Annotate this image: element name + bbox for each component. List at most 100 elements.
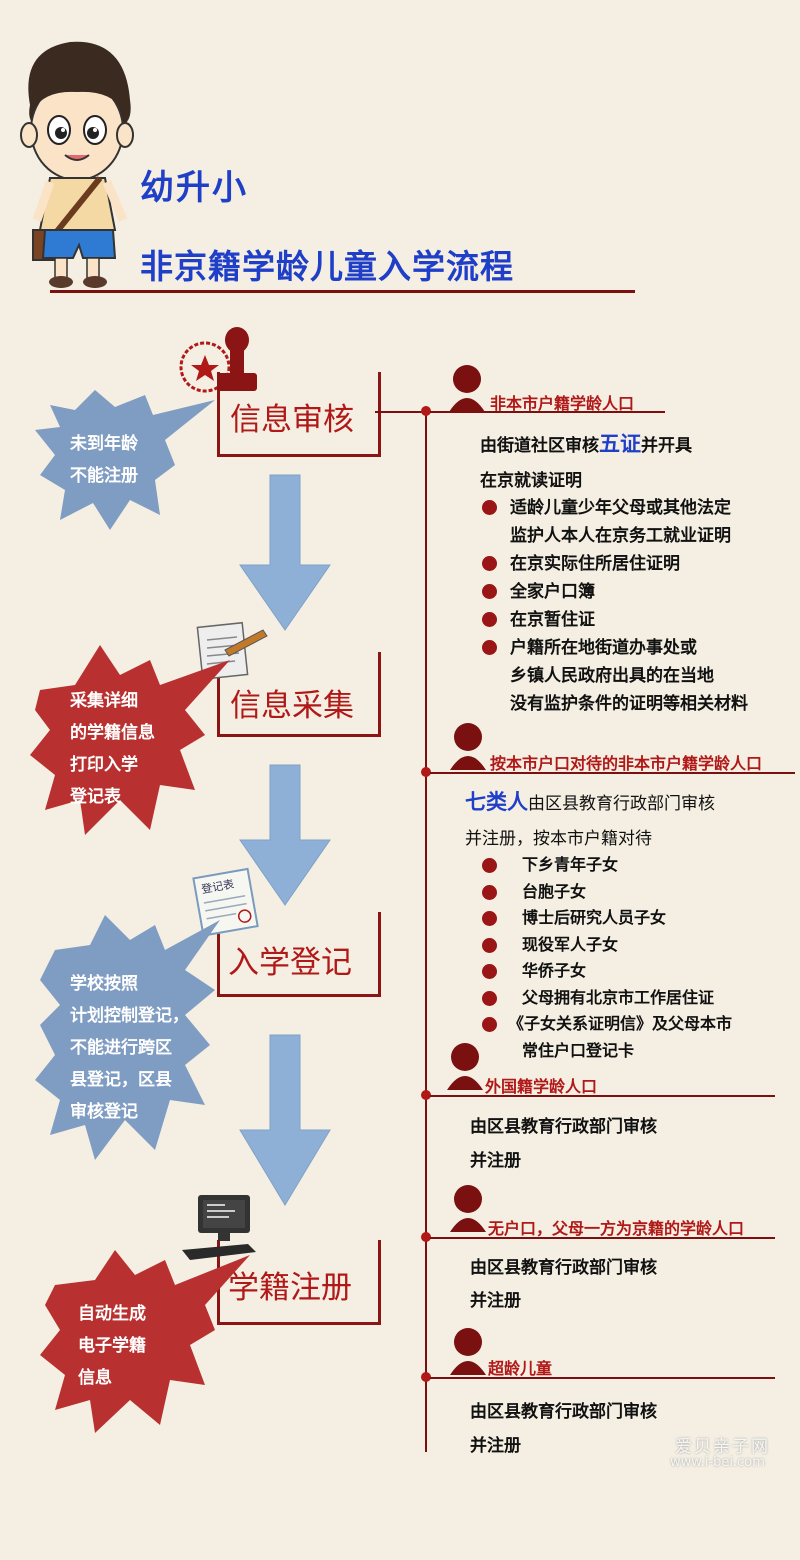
boy-mascot-illustration bbox=[20, 41, 134, 288]
timeline-line bbox=[425, 410, 427, 1452]
bubble-2-text: 采集详细 的学籍信息 打印入学 登记表 bbox=[70, 685, 155, 813]
step-label-info-review: 信息审核 bbox=[230, 402, 354, 438]
step-label-enroll-register: 入学登记 bbox=[228, 945, 352, 981]
category-3-line-1: 由区县教育行政部门审核 bbox=[470, 1117, 657, 1137]
bubble-4-line-3: 信息 bbox=[78, 1368, 112, 1388]
watermark-text: 爱贝亲子网 bbox=[675, 1437, 770, 1457]
category-3-line-2: 并注册 bbox=[470, 1151, 521, 1171]
category-4-rule bbox=[430, 1237, 775, 1239]
timeline-dot bbox=[421, 1090, 431, 1100]
bubble-3-line-2: 计划控制登记， bbox=[70, 1006, 189, 1026]
category-3-rule bbox=[430, 1095, 775, 1097]
paper-pen-icon bbox=[196, 621, 268, 680]
person-icon bbox=[450, 723, 486, 770]
list-bullet bbox=[482, 937, 497, 953]
bubble-4-shape bbox=[40, 1250, 250, 1433]
bubble-4-text: 自动生成 电子学籍 信息 bbox=[78, 1298, 146, 1394]
bubble-2-line-4: 登记表 bbox=[70, 787, 121, 807]
bubble-1-text: 未到年龄 不能注册 bbox=[70, 428, 138, 492]
step-label-student-registration: 学籍注册 bbox=[228, 1270, 352, 1306]
registration-form-icon: 登记表 bbox=[192, 867, 259, 937]
subtitle: 非京籍学龄儿童入学流程 bbox=[140, 247, 514, 286]
category-4-line-2: 并注册 bbox=[470, 1291, 521, 1311]
list-item: 全家户口簿 bbox=[510, 582, 595, 602]
list-bullet bbox=[482, 1017, 497, 1032]
list-bullet bbox=[482, 964, 497, 979]
bubble-2-line-2: 的学籍信息 bbox=[70, 723, 155, 743]
bubble-3-line-1: 学校按照 bbox=[70, 974, 138, 994]
person-icon bbox=[449, 365, 485, 412]
bubble-3-line-4: 县登记，区县 bbox=[70, 1070, 172, 1090]
list-bullet bbox=[482, 858, 497, 873]
category-2-intro-post: 由区县教育行政部门审核 bbox=[528, 794, 715, 814]
category-2-intro: 七类人由区县教育行政部门审核 bbox=[465, 786, 715, 816]
category-1-rule bbox=[430, 411, 665, 413]
list-bullet bbox=[482, 500, 497, 515]
category-1-intro: 由街道社区审核五证并开具 bbox=[480, 428, 692, 458]
category-5-rule bbox=[430, 1377, 775, 1379]
list-item: 户籍所在地街道办事处或 bbox=[510, 638, 697, 658]
category-1-list: 适龄儿童少年父母或其他法定 监护人本人在京务工就业证明 在京实际住所居住证明 全… bbox=[480, 494, 748, 718]
category-4-title: 无户口，父母一方为京籍的学龄人口 bbox=[488, 1219, 745, 1238]
list-item: 《子女关系证明信》及父母本市 bbox=[508, 1014, 733, 1033]
list-bullet bbox=[482, 911, 497, 926]
person-icon bbox=[450, 1328, 486, 1375]
stamp-icon bbox=[179, 327, 257, 393]
bubble-1-line-1: 未到年龄 bbox=[70, 434, 138, 454]
arrow-1 bbox=[239, 474, 331, 631]
step-label-info-collect: 信息采集 bbox=[230, 688, 354, 724]
category-5-line-1: 由区县教育行政部门审核 bbox=[470, 1402, 657, 1422]
watermark-url: www.i-bei.com bbox=[670, 1455, 765, 1470]
connector-1 bbox=[375, 411, 425, 413]
category-2-list: 下乡青年子女 台胞子女 博士后研究人员子女 现役军人子女 华侨子女 父母拥有北京… bbox=[480, 852, 732, 1064]
list-bullet bbox=[482, 990, 497, 1006]
category-5-title: 超龄儿童 bbox=[488, 1359, 553, 1378]
list-bullet bbox=[482, 640, 497, 655]
category-2-intro-emphasis: 七类人 bbox=[465, 790, 528, 814]
list-bullet bbox=[482, 884, 497, 900]
category-1-intro-emphasis: 五证 bbox=[599, 432, 641, 456]
list-item: 适龄儿童少年父母或其他法定 bbox=[510, 498, 731, 518]
category-2-intro2: 并注册，按本市户籍对待 bbox=[465, 829, 652, 849]
category-5-line-2: 并注册 bbox=[470, 1436, 521, 1456]
person-icon bbox=[447, 1043, 483, 1090]
list-item: 没有监护条件的证明等相关材料 bbox=[510, 694, 748, 714]
main-title: 幼升小 bbox=[140, 168, 248, 208]
bubble-1-line-2: 不能注册 bbox=[70, 466, 138, 486]
bubble-4-line-2: 电子学籍 bbox=[78, 1336, 146, 1356]
timeline-dot bbox=[421, 767, 431, 777]
bubble-2-line-3: 打印入学 bbox=[70, 755, 138, 775]
category-2-rule bbox=[430, 772, 795, 774]
bubble-2-shape bbox=[30, 645, 230, 835]
bubble-4-line-1: 自动生成 bbox=[78, 1304, 146, 1324]
bubble-3-line-5: 审核登记 bbox=[70, 1102, 138, 1122]
list-item: 下乡青年子女 bbox=[522, 855, 619, 874]
list-item: 华侨子女 bbox=[522, 961, 587, 980]
step-box-3: 入学登记 bbox=[217, 912, 381, 997]
list-item: 监护人本人在京务工就业证明 bbox=[510, 526, 731, 546]
list-item: 在京暂住证 bbox=[510, 610, 595, 630]
person-icon bbox=[450, 1185, 486, 1232]
title-underline bbox=[50, 290, 635, 293]
arrow-2 bbox=[239, 764, 331, 906]
list-item: 现役军人子女 bbox=[522, 934, 619, 954]
list-bullet bbox=[482, 612, 497, 627]
list-bullet bbox=[482, 584, 497, 599]
timeline-dot bbox=[421, 1372, 431, 1382]
category-1-intro-post: 并开具 bbox=[641, 436, 692, 456]
bubble-2-line-1: 采集详细 bbox=[70, 691, 138, 711]
list-item: 台胞子女 bbox=[522, 881, 587, 901]
bubble-3-line-3: 不能进行跨区 bbox=[70, 1038, 172, 1058]
category-2-title: 按本市户口对待的非本市户籍学龄人口 bbox=[490, 754, 763, 773]
list-bullet bbox=[482, 556, 497, 571]
list-item: 常住户口登记卡 bbox=[522, 1040, 635, 1060]
bubble-3-shape bbox=[35, 915, 220, 1160]
list-item: 博士后研究人员子女 bbox=[522, 908, 667, 927]
category-1-intro2: 在京就读证明 bbox=[480, 471, 582, 491]
arrow-3 bbox=[239, 1034, 331, 1206]
form-label-text: 登记表 bbox=[200, 877, 235, 897]
list-item: 在京实际住所居住证明 bbox=[510, 554, 680, 574]
list-item: 乡镇人民政府出具的在当地 bbox=[510, 666, 714, 686]
flow-arrows bbox=[239, 474, 331, 1206]
computer-icon bbox=[182, 1195, 256, 1260]
